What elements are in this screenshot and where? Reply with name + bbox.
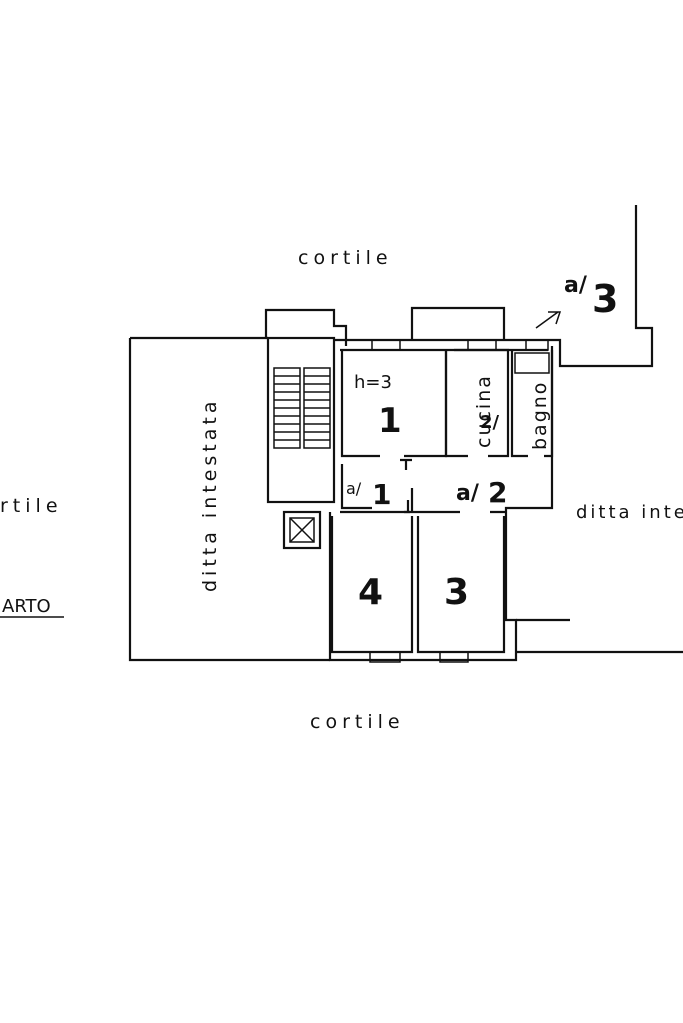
bathroom-label: bagno bbox=[529, 381, 551, 450]
top-parapet-middle bbox=[410, 306, 506, 340]
elevator-shaft bbox=[282, 510, 322, 550]
room-3-number: 3 bbox=[444, 572, 469, 613]
kitchen-walls bbox=[444, 348, 510, 458]
bottom-windows bbox=[369, 651, 469, 663]
partial-left-label: ARTO bbox=[2, 596, 51, 617]
staircase bbox=[266, 336, 336, 504]
height-note: h=3 bbox=[354, 372, 392, 393]
courtyard-bottom-label: cortile bbox=[310, 711, 405, 733]
apartment-outer-wall bbox=[328, 205, 654, 662]
top-parapet-left bbox=[264, 308, 348, 346]
courtyard-top-label: cortile bbox=[298, 247, 393, 269]
kitchen-label: cucina bbox=[473, 374, 495, 448]
kitchen-mark: 2/ bbox=[480, 412, 500, 433]
courtyard-left-label: rtile bbox=[0, 495, 63, 517]
room-4-number: 4 bbox=[358, 572, 383, 613]
top-windows bbox=[371, 339, 549, 351]
left-building-label: ditta intestata bbox=[199, 398, 221, 592]
hall-2-number: 2 bbox=[488, 476, 507, 509]
right-building-outline bbox=[516, 618, 683, 654]
reference-arrow bbox=[535, 311, 562, 329]
ref-3-number: 3 bbox=[592, 277, 618, 321]
hall-door-marks bbox=[400, 458, 420, 514]
room-1-number: 1 bbox=[378, 401, 402, 441]
hall-1-number: 1 bbox=[372, 478, 391, 511]
right-building-label: ditta inte bbox=[576, 502, 683, 523]
ref-3-prefix: a/ bbox=[564, 273, 588, 298]
hall-1-prefix: a/ bbox=[346, 479, 362, 498]
hallway-walls bbox=[340, 464, 506, 514]
left-building-outline bbox=[128, 336, 330, 662]
bathroom-walls bbox=[510, 350, 554, 458]
bathtub bbox=[514, 352, 550, 374]
hall-2-prefix: a/ bbox=[456, 481, 480, 506]
